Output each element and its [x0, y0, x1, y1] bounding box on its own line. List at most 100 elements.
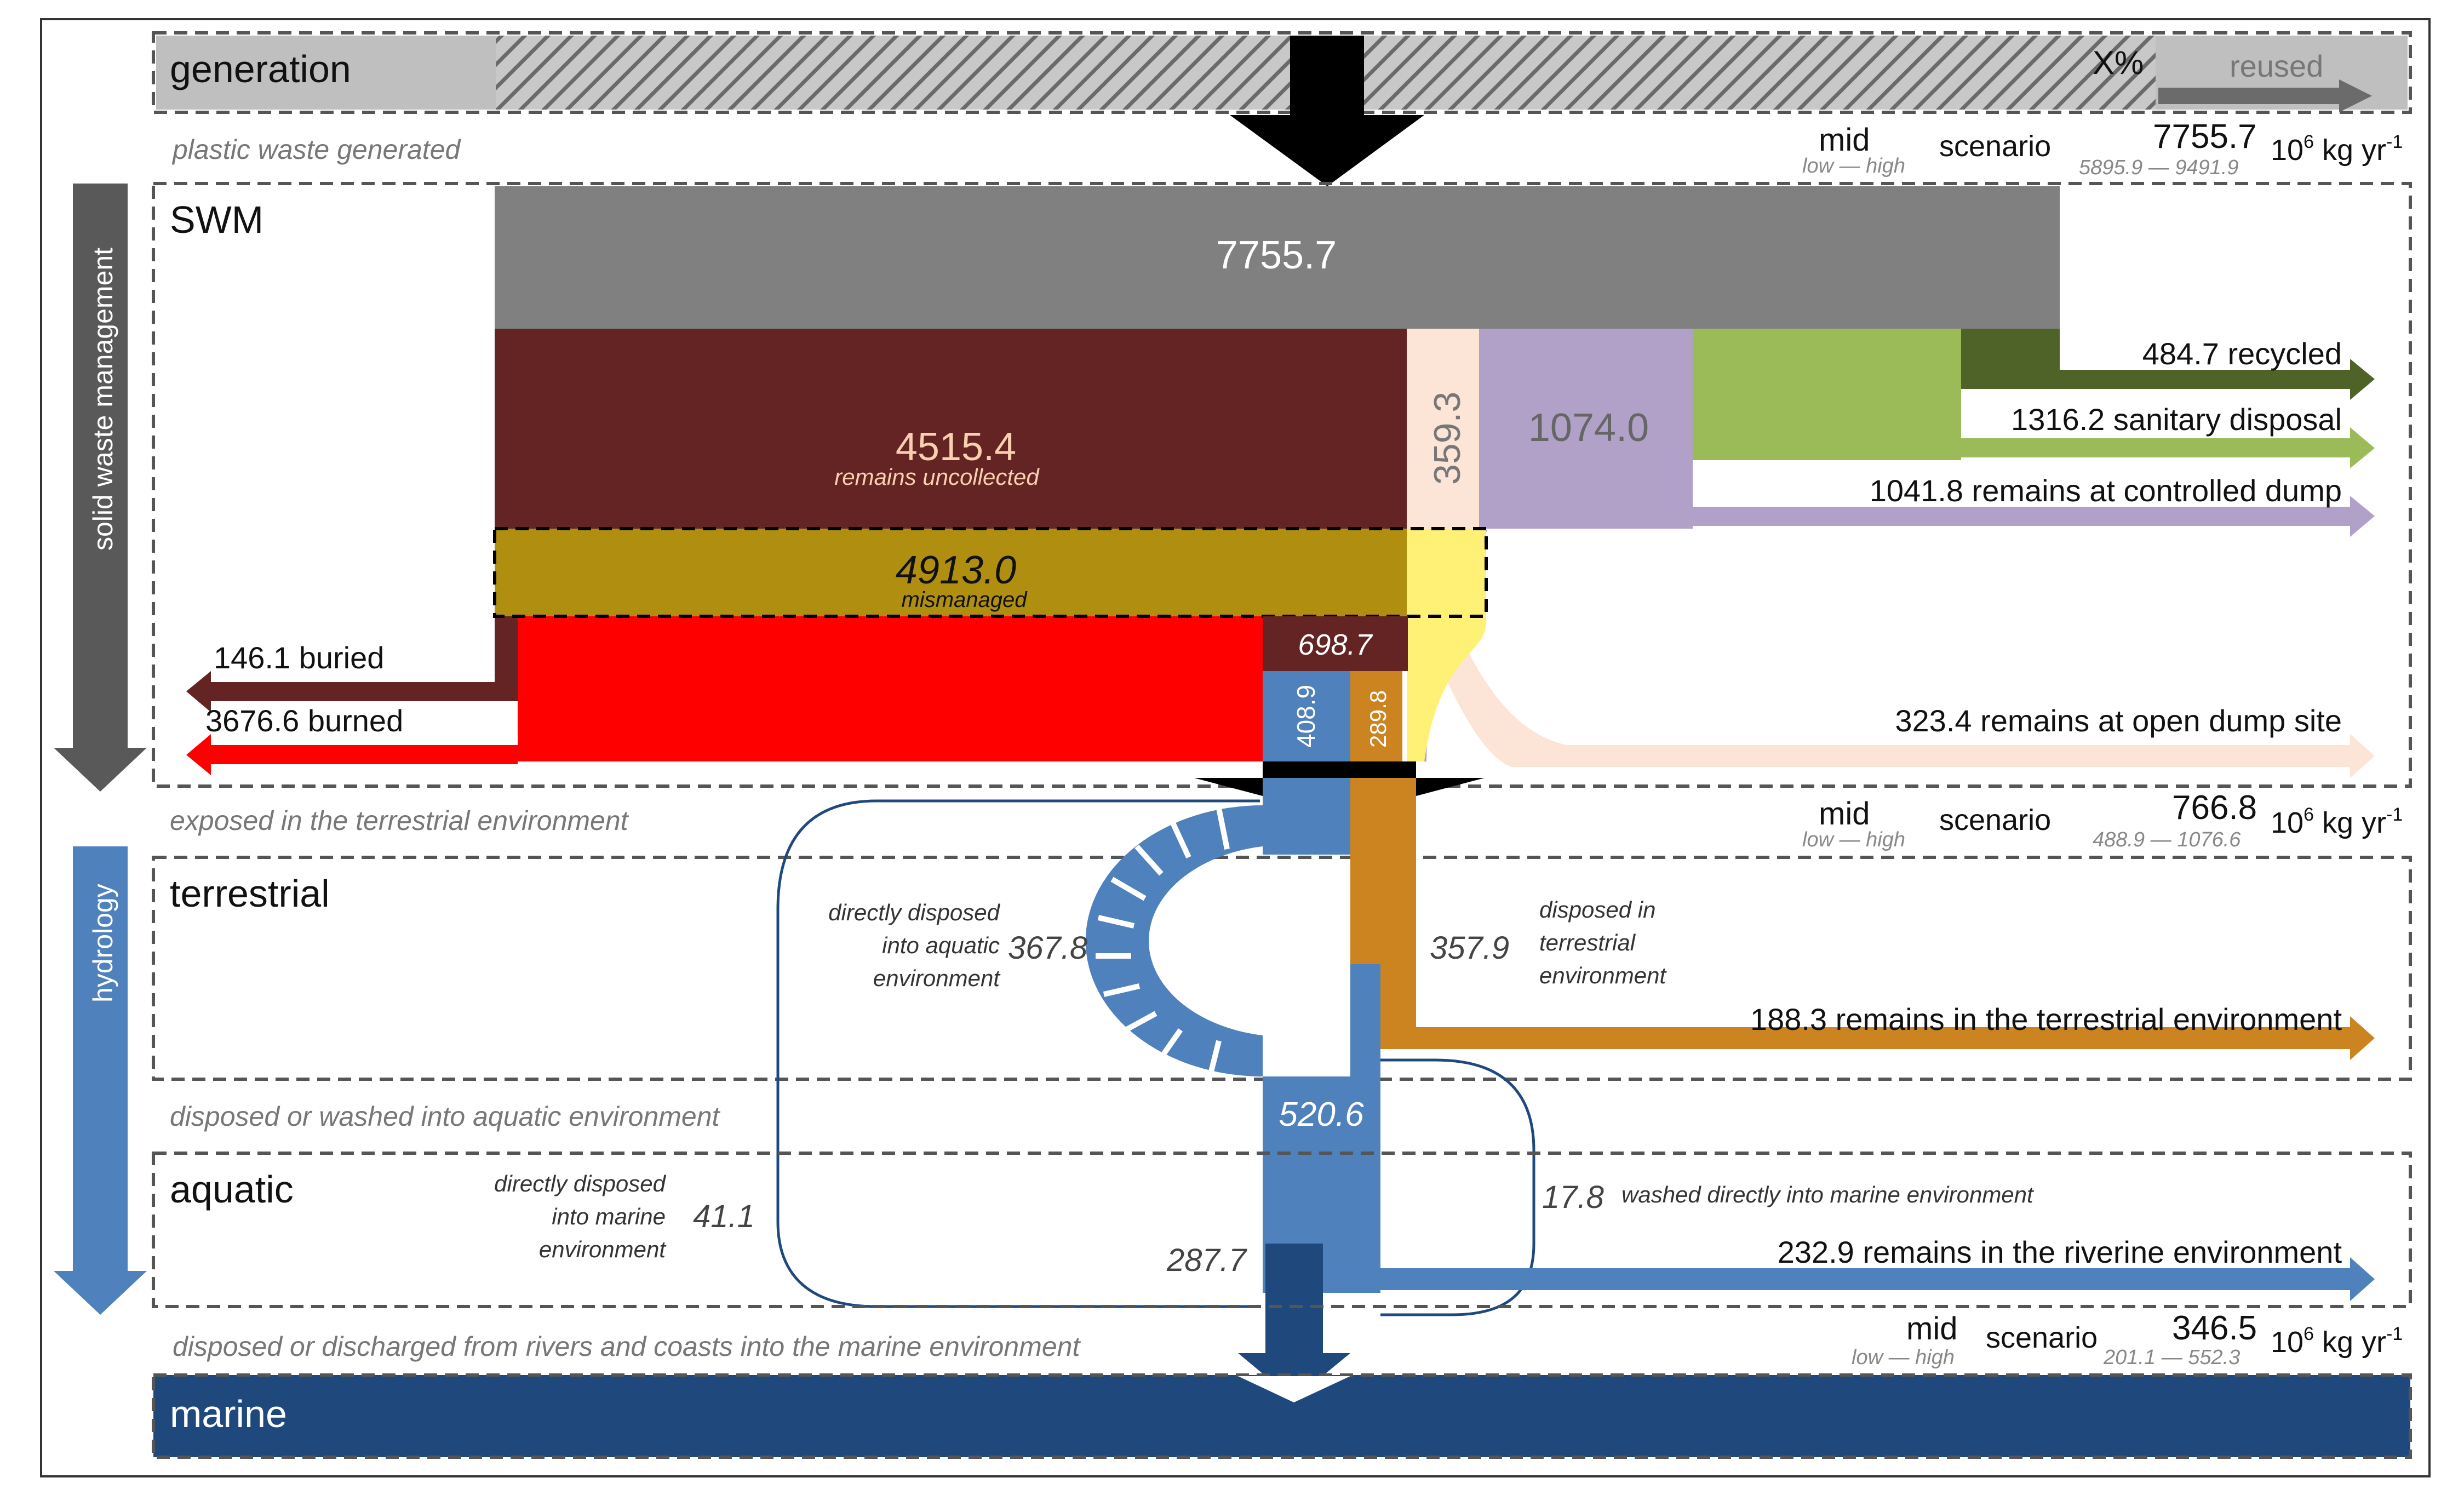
svg-text:mid: mid: [1906, 1311, 1957, 1347]
controlled-dump-label: 1041.8 remains at controlled dump: [1870, 473, 2342, 508]
buried-label: 146.1 buried: [214, 640, 384, 675]
x-percent-label: X%: [2093, 44, 2144, 81]
open-dump-label: 323.4 remains at open dump site: [1895, 703, 2342, 738]
svg-text:201.1 — 552.3: 201.1 — 552.3: [2103, 1346, 2240, 1369]
reused-label: reused: [2230, 49, 2323, 83]
open-dump-box: [1407, 329, 1479, 531]
exposed-box: [1263, 616, 1408, 671]
terrestrial-remains-arrow: [1380, 1027, 2350, 1049]
direct-aquatic-value: 367.8: [1008, 930, 1087, 966]
svg-text:directly disposed: directly disposed: [828, 900, 1000, 925]
sanitary-arrow: [1950, 427, 2375, 468]
terrestrial-remains-arrow-head: [2350, 1016, 2375, 1060]
open-dump-value: 359.3: [1426, 392, 1468, 485]
swm-title: SWM: [170, 198, 263, 241]
aquatic-title: aquatic: [170, 1168, 294, 1211]
controlled-dump-value: 1074.0: [1528, 406, 1649, 450]
mismanaged-outline: [493, 527, 1488, 618]
total-generated-value: 7755.7: [1216, 233, 1337, 277]
riverine-remains-label: 232.9 remains in the riverine environmen…: [1778, 1235, 2342, 1269]
burned-box: [518, 616, 1263, 761]
mismanaged-label: mismanaged: [901, 588, 1028, 612]
aquatic-flow-top: [1263, 778, 1350, 855]
svg-text:mid: mid: [1819, 796, 1870, 832]
washed-label: washed directly into marine environment: [1621, 1182, 2035, 1207]
direct-aquatic-arc: [1085, 805, 1263, 1076]
svg-text:low — high: low — high: [1802, 154, 1905, 177]
sanitary-green-lower: [1693, 438, 1950, 460]
disposed-aquatic-subtitle: disposed or washed into aquatic environm…: [170, 1101, 721, 1132]
aquatic-direct-box: [1263, 671, 1350, 761]
riverine-remains-arrow: [1380, 1268, 2350, 1290]
svg-text:346.5: 346.5: [2172, 1309, 2257, 1347]
aquatic-section: [152, 1152, 2412, 1308]
total-generated-box: [495, 186, 2060, 329]
exposed-stem: [1263, 761, 1416, 778]
svg-text:106 kg yr-1: 106 kg yr-1: [2271, 804, 2403, 839]
svg-text:scenario: scenario: [1986, 1321, 2098, 1354]
svg-text:terrestrial: terrestrial: [1539, 930, 1636, 955]
svg-text:scenario: scenario: [1939, 804, 2051, 837]
mismanaged-box: [495, 529, 1407, 616]
plastic-waste-generated-label: plastic waste generated: [171, 134, 462, 165]
recycled-box: [1961, 329, 2060, 389]
svg-text:low — high: low — high: [1802, 828, 1905, 851]
svg-text:5895.9 — 9491.9: 5895.9 — 9491.9: [2079, 156, 2239, 179]
open-dump-arrow: [1413, 537, 2375, 778]
terrestrial-direct-value: 289.8: [1365, 690, 1391, 748]
swm-side-label: solid waste management: [88, 248, 118, 551]
terrestrial-direct-box: [1350, 671, 1402, 761]
svg-text:directly disposed: directly disposed: [494, 1171, 666, 1196]
buried-connector: [495, 616, 518, 701]
exposed-subtitle: exposed in the terrestrial environment: [170, 805, 629, 836]
svg-text:environment: environment: [539, 1236, 667, 1262]
svg-text:environment: environment: [1539, 963, 1667, 988]
mismanaged-yellow-curve: [1407, 616, 1487, 761]
svg-text:environment: environment: [873, 965, 1001, 991]
svg-text:mid: mid: [1819, 122, 1870, 158]
uncollected-label: remains uncollected: [834, 464, 1040, 490]
aquatic-flow-value: 520.6: [1279, 1096, 1364, 1133]
mismanaged-yellow: [1407, 529, 1486, 616]
reused-arrow-head: [2339, 79, 2372, 112]
direct-marine-value: 41.1: [693, 1199, 755, 1234]
scenario-top: mid low — high scenario 7755.7 5895.9 — …: [1802, 118, 2403, 179]
riverine-remains-arrow-head: [2350, 1257, 2375, 1301]
svg-text:106 kg yr-1: 106 kg yr-1: [2271, 131, 2403, 167]
swm-side-arrow: solid waste management: [54, 184, 147, 792]
washed-loop-outline: [1380, 1058, 1535, 1316]
svg-text:7755.7: 7755.7: [2153, 118, 2257, 156]
svg-text:488.9 — 1076.6: 488.9 — 1076.6: [2093, 828, 2241, 851]
marine-entry-arrow: [1238, 1376, 1350, 1402]
terrestrial-flow-value: 357.9: [1430, 930, 1509, 966]
scenario-terrestrial: mid low — high scenario 766.8 488.9 — 10…: [1802, 789, 2403, 851]
terrestrial-remains-label: 188.3 remains in the terrestrial environ…: [1750, 1002, 2342, 1036]
hydrology-side-arrow: hydrology: [54, 846, 147, 1315]
generation-bar: generation X% reused: [152, 31, 2412, 114]
svg-text:106 kg yr-1: 106 kg yr-1: [2271, 1324, 2403, 1359]
controlled-dump-box: [1479, 329, 1693, 529]
exposed-value: 698.7: [1298, 628, 1373, 661]
marine-flow-value: 287.7: [1166, 1242, 1248, 1278]
burned-label: 3676.6 burned: [205, 703, 403, 738]
sanitary-label: 1316.2 sanitary disposal: [2011, 402, 2342, 437]
controlled-dump-arrow: [1693, 496, 2375, 537]
burned-arrow: [186, 734, 518, 775]
reused-arrow: [2158, 88, 2339, 104]
disposed-marine-subtitle: disposed or discharged from rivers and c…: [173, 1331, 1081, 1362]
washed-value: 17.8: [1542, 1179, 1604, 1215]
svg-text:into marine: into marine: [552, 1204, 666, 1229]
aquatic-direct-value: 408.9: [1292, 685, 1320, 748]
svg-text:scenario: scenario: [1939, 130, 2051, 163]
svg-text:766.8: 766.8: [2172, 789, 2257, 827]
hydrology-loop-outline: [776, 799, 1260, 1308]
outer-frame: [40, 18, 2431, 1477]
generation-label: generation: [170, 48, 351, 90]
hydrology-side-label: hydrology: [88, 884, 118, 1003]
svg-text:disposed in: disposed in: [1539, 897, 1655, 923]
recycled-label: 484.7 recycled: [2142, 336, 2342, 371]
mismanaged-value: 4913.0: [896, 548, 1016, 592]
generation-arrow: [1230, 36, 1424, 186]
uncollected-box: [495, 329, 1407, 531]
